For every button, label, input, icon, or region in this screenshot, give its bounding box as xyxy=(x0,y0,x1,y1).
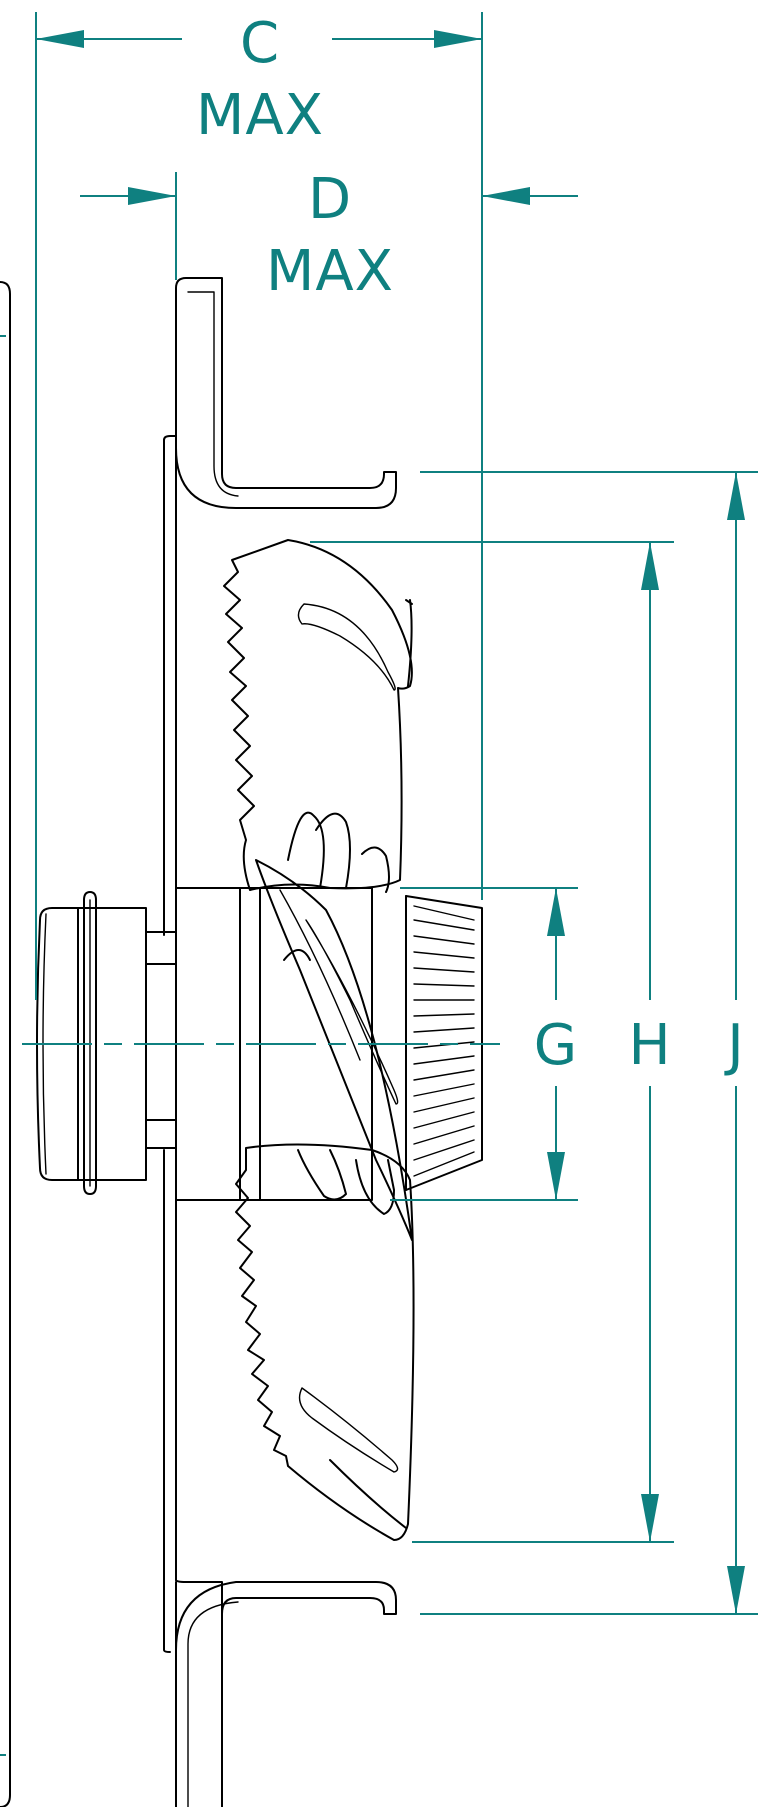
mounting-ring xyxy=(163,277,397,1807)
dimension-c: C MAX xyxy=(35,11,483,1000)
arrow-head xyxy=(482,187,530,205)
fan-blade-lower xyxy=(235,1143,415,1541)
arrow-head xyxy=(128,187,176,205)
left-wall-plate xyxy=(0,281,11,1807)
dimension-c-note: MAX xyxy=(196,83,324,148)
dimension-j-letter: J xyxy=(724,1013,745,1078)
dimension-j: J xyxy=(420,471,758,1615)
dimension-d: D MAX xyxy=(80,167,578,304)
fan-blade-center xyxy=(255,859,413,1241)
dimension-g-letter: G xyxy=(534,1013,578,1078)
dimension-g: G xyxy=(390,887,578,1201)
arrow-head xyxy=(434,30,482,48)
arrow-head xyxy=(547,1152,565,1200)
arrow-head xyxy=(727,472,745,520)
fan-blade-inner-lugs xyxy=(283,811,395,1215)
arrow-head xyxy=(727,1566,745,1614)
dimension-h: H xyxy=(310,541,674,1543)
dimension-c-letter: C xyxy=(240,11,280,76)
arrow-head xyxy=(547,888,565,936)
fan-blade-upper xyxy=(223,539,413,891)
dimension-h-letter: H xyxy=(628,1013,671,1078)
arrow-head xyxy=(36,30,84,48)
arrow-head xyxy=(641,542,659,590)
dimension-d-note: MAX xyxy=(266,239,394,304)
dimension-d-letter: D xyxy=(308,167,352,232)
arrow-head xyxy=(641,1494,659,1542)
